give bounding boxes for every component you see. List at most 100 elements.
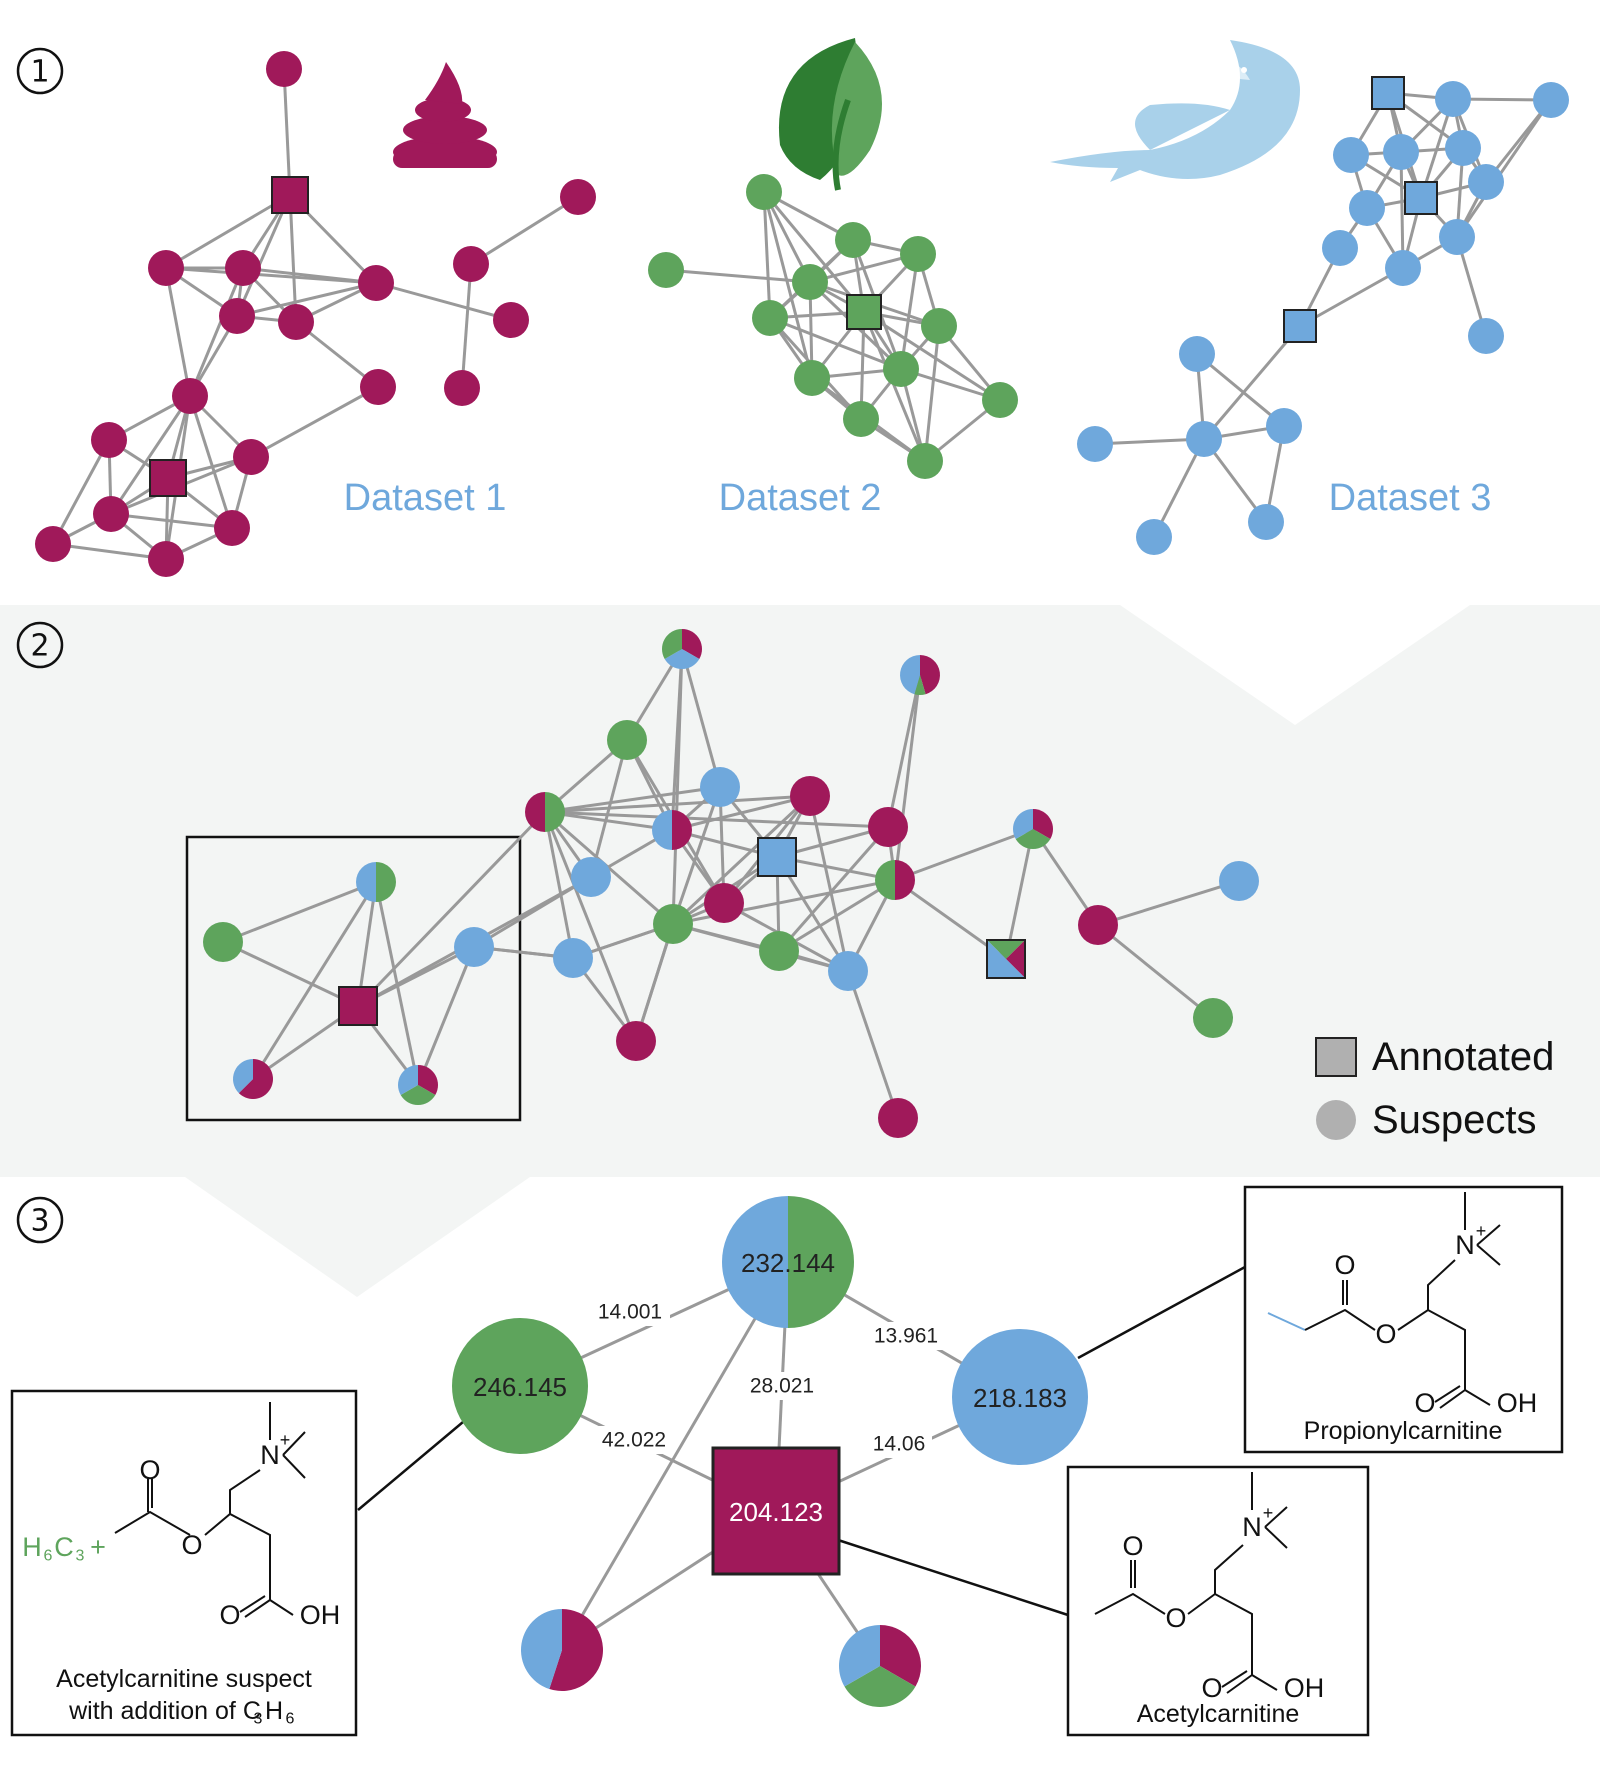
atom-label: + bbox=[280, 1430, 291, 1450]
suspect-node bbox=[360, 369, 396, 405]
network-edge bbox=[1196, 352, 1285, 428]
suspect-node bbox=[1219, 861, 1259, 901]
pie-slice bbox=[1015, 829, 1051, 849]
network-edge bbox=[671, 794, 811, 832]
network-edge bbox=[671, 786, 722, 925]
network-edge bbox=[893, 674, 922, 881]
suspect-node bbox=[35, 526, 71, 562]
atom-label: OH bbox=[300, 1600, 341, 1630]
suspect-node bbox=[172, 378, 208, 414]
suspect-node bbox=[358, 265, 394, 301]
step-marker-3: 3 bbox=[16, 1196, 64, 1244]
suspect-node bbox=[444, 370, 480, 406]
network-edge bbox=[416, 946, 476, 1086]
node-204: 204.123 bbox=[711, 1446, 841, 1576]
pie-slice bbox=[895, 860, 915, 900]
suspect-node bbox=[1468, 164, 1504, 200]
atom-label: O bbox=[1414, 1388, 1435, 1418]
suspect-node bbox=[1077, 426, 1113, 462]
pie-slice bbox=[914, 675, 926, 696]
network-edge bbox=[470, 195, 579, 266]
structure-propionylcarnitine: O O N + O OH Propionylcarnitine bbox=[1243, 1185, 1564, 1454]
network-edge bbox=[665, 268, 811, 284]
annotated-node bbox=[757, 837, 797, 877]
atom-label: O bbox=[1375, 1319, 1396, 1349]
suspect-node bbox=[792, 264, 828, 300]
suspect-node bbox=[648, 252, 684, 288]
atom-label: O bbox=[1201, 1673, 1222, 1703]
suspect-node bbox=[1533, 82, 1569, 118]
network-edge bbox=[544, 785, 721, 814]
dataset-1-label: Dataset 1 bbox=[344, 477, 507, 519]
suspect-node bbox=[454, 927, 494, 967]
network-edge bbox=[544, 810, 889, 829]
network-edge bbox=[923, 325, 941, 462]
suspect-node bbox=[219, 298, 255, 334]
network-edge bbox=[235, 194, 292, 317]
network-edge bbox=[1004, 828, 1035, 960]
network-edge bbox=[1097, 923, 1214, 1020]
atom-label: O bbox=[1122, 1531, 1143, 1561]
network-edge bbox=[769, 316, 902, 371]
suspect-node bbox=[1349, 190, 1385, 226]
suspect-node bbox=[752, 300, 788, 336]
network-edge bbox=[375, 281, 512, 322]
pie-node bbox=[520, 1608, 603, 1691]
network-edge bbox=[899, 253, 920, 370]
pie-node bbox=[525, 792, 565, 832]
poop-icon bbox=[393, 62, 497, 168]
atom-label: O bbox=[181, 1530, 202, 1560]
pie-slice bbox=[880, 1625, 921, 1687]
highlight-box bbox=[185, 835, 522, 1122]
suspect-node bbox=[1248, 504, 1284, 540]
suspect-node bbox=[1136, 519, 1172, 555]
suspect-node bbox=[921, 308, 957, 344]
node-218: 218.183 bbox=[952, 1329, 1088, 1465]
square-node bbox=[149, 459, 187, 497]
suspect-node bbox=[1445, 130, 1481, 166]
structure-caption: with addition of C bbox=[68, 1697, 261, 1725]
panel-2-background bbox=[0, 605, 1600, 1297]
pie-slice bbox=[839, 1624, 880, 1687]
caption-sub: 6 bbox=[286, 1711, 295, 1728]
network-edge bbox=[110, 512, 233, 530]
suspect-node bbox=[1179, 336, 1215, 372]
suspect-node bbox=[1193, 998, 1233, 1038]
network-edge bbox=[165, 266, 377, 285]
suspect-node bbox=[1468, 318, 1504, 354]
network-edge bbox=[762, 191, 772, 319]
square-node bbox=[271, 176, 309, 214]
node-218-label: 218.183 bbox=[973, 1383, 1067, 1413]
network-edge bbox=[846, 970, 900, 1119]
network-edge bbox=[188, 395, 234, 529]
suspect-node bbox=[214, 510, 250, 546]
edge-label: 42.022 bbox=[602, 1429, 666, 1452]
network-edge bbox=[52, 542, 167, 561]
group-label: H bbox=[22, 1532, 42, 1562]
suspect-node bbox=[1385, 250, 1421, 286]
suspect-node bbox=[1186, 421, 1222, 457]
square-node bbox=[1404, 181, 1438, 215]
pie-node bbox=[875, 860, 915, 900]
network-edge bbox=[188, 267, 245, 397]
network-edge bbox=[165, 193, 291, 270]
suspect-node bbox=[1435, 81, 1471, 117]
square-node bbox=[757, 837, 797, 877]
pie-slice bbox=[376, 862, 396, 902]
pie-slice bbox=[875, 860, 895, 900]
annotated-node bbox=[846, 294, 882, 330]
caption-sub: 3 bbox=[254, 1711, 263, 1728]
pie-slice bbox=[1033, 809, 1054, 839]
pie-node bbox=[233, 1059, 274, 1100]
node-246: 246.145 bbox=[452, 1318, 588, 1454]
network-edge bbox=[1097, 879, 1240, 927]
network-edge bbox=[356, 810, 547, 1008]
structure-acetylcarnitine: O O N + O OH Acetylcarnitine bbox=[1066, 1465, 1370, 1737]
network-edge bbox=[236, 281, 377, 318]
atom-label: OH bbox=[1284, 1673, 1325, 1703]
square-part bbox=[987, 940, 1025, 959]
step-number: 2 bbox=[30, 629, 49, 664]
suspect-node bbox=[560, 179, 596, 215]
network-edge bbox=[222, 940, 359, 1008]
